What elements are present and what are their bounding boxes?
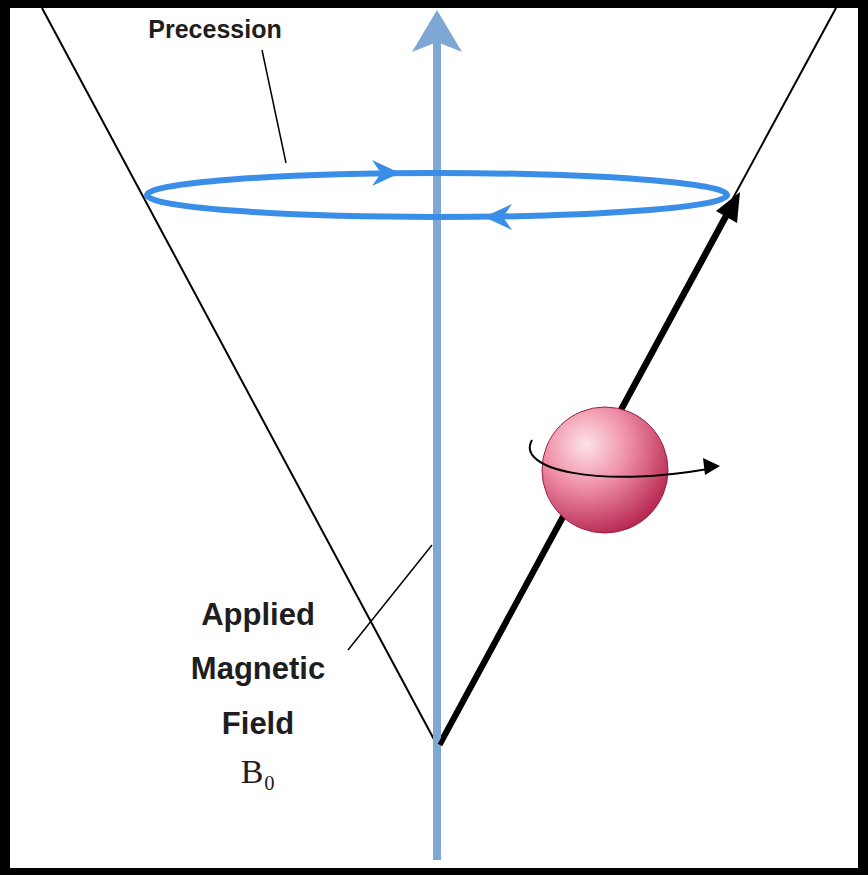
orbit-arrowhead: [372, 160, 400, 186]
precession-label: Precession: [115, 14, 315, 44]
moment-arrowhead: [716, 192, 740, 223]
orbit-arrowhead: [484, 204, 512, 230]
white-panel: [10, 8, 858, 868]
field-arrowhead: [412, 10, 462, 52]
spin-arrow: [530, 440, 708, 477]
moment-arrow: [440, 214, 728, 745]
leader-line: [262, 50, 286, 163]
precession-orbit: [147, 173, 727, 217]
cone-line: [437, 8, 836, 745]
leader-line: [348, 545, 432, 650]
field-label: Applied Magnetic Field: [173, 588, 343, 751]
spin-arrowhead: [703, 458, 720, 475]
field-axis: [433, 40, 441, 860]
cone-line: [42, 8, 437, 745]
field-symbol: B₀: [218, 752, 298, 793]
